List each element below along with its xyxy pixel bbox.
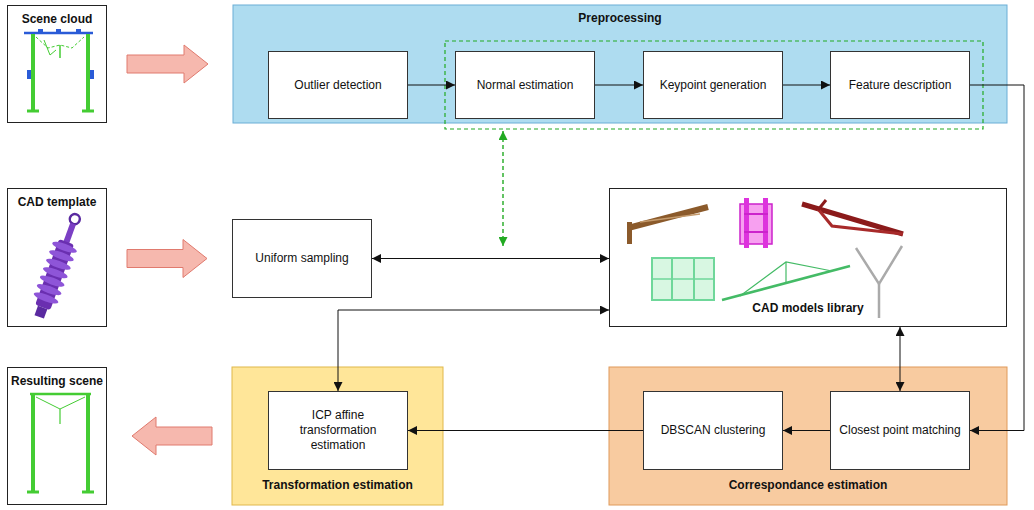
- heading-text: Correspondance estimation: [729, 478, 888, 493]
- damper-illustration: [27, 210, 89, 321]
- band-fill: [609, 367, 1007, 505]
- process-box: DBSCAN clustering: [643, 391, 783, 470]
- flow-arrow: [783, 85, 830, 86]
- flow-arrow: [783, 430, 830, 431]
- box-label: Closest point matching: [839, 423, 960, 438]
- box-label: Keypoint generation: [660, 78, 767, 93]
- result-illustration: [27, 394, 94, 492]
- library-panel: CAD models library: [609, 188, 1007, 327]
- flow-arrow: [338, 310, 609, 391]
- input-panel: CAD template: [7, 188, 107, 327]
- box-label: Outlier detection: [294, 78, 381, 93]
- block-arrow: [127, 240, 207, 278]
- flow-arrow: [408, 85, 455, 86]
- box-label: Uniform sampling: [255, 251, 348, 266]
- box-label: DBSCAN clustering: [661, 423, 766, 438]
- flow-arrow: [595, 85, 643, 86]
- process-box: Normal estimation: [455, 51, 595, 119]
- stage-band: Correspondance estimation DBSCAN clusteri…: [609, 367, 1007, 505]
- output-panel: Resulting scene: [7, 367, 107, 505]
- stage-band: Transformation estimation ICP affine tran…: [232, 367, 443, 505]
- process-box: Feature description: [830, 51, 970, 119]
- block-arrow: [132, 417, 212, 455]
- flow-arrow: [372, 258, 609, 259]
- heading-text: Preprocessing: [578, 11, 661, 26]
- flow-arrow: [408, 430, 643, 431]
- process-box: Uniform sampling: [232, 219, 372, 298]
- scene-illustration: [24, 29, 94, 111]
- band-fill: [233, 5, 1007, 123]
- flow-arrow: [970, 85, 1024, 431]
- heading-text: Resulting scene: [11, 374, 103, 389]
- block-arrow: [127, 45, 208, 83]
- process-box: ICP affine transformation estimation: [268, 391, 408, 470]
- library-illustrations: [627, 198, 903, 318]
- heading-text: Transformation estimation: [262, 478, 413, 493]
- heading-text: CAD template: [18, 195, 97, 210]
- dashed-group: [445, 41, 983, 129]
- heading-text: Scene cloud: [22, 12, 93, 27]
- flow-arrow: [900, 327, 901, 391]
- heading-text: CAD models library: [752, 301, 863, 316]
- process-box: Closest point matching: [830, 391, 970, 470]
- stage-band: PreprocessingOutlier detection Normal est…: [233, 5, 1007, 123]
- box-label: ICP affine transformation estimation: [275, 408, 401, 453]
- process-box: Outlier detection: [268, 51, 408, 119]
- input-panel: Scene cloud: [7, 5, 107, 123]
- box-label: Normal estimation: [477, 78, 574, 93]
- process-box: Keypoint generation: [643, 51, 783, 119]
- dashed-link: [502, 131, 503, 246]
- box-label: Feature description: [849, 78, 952, 93]
